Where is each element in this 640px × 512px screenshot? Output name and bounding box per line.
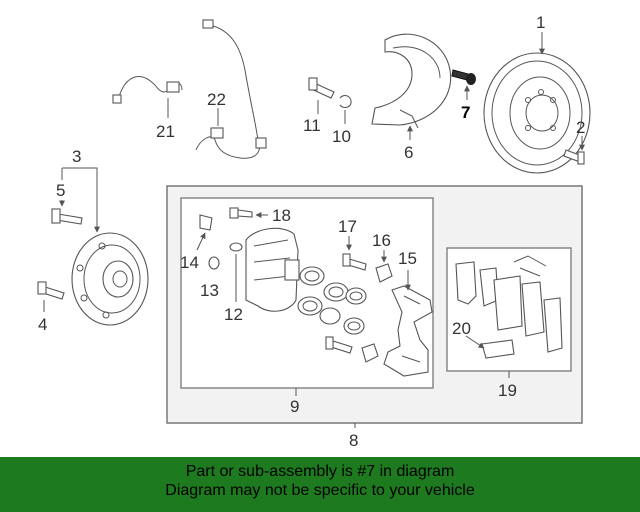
- callout-4: 4: [38, 315, 47, 334]
- parts-diagram: 1 2 3 4 5 6 7 8 9 10 11 12 13 14 15 16 1…: [37, 13, 591, 450]
- bleeder-cap-part-14: [199, 214, 213, 231]
- callout-21: 21: [156, 122, 175, 141]
- callout-22: 22: [207, 90, 226, 109]
- callout-13: 13: [200, 281, 219, 300]
- bolt-part-7: [451, 69, 476, 85]
- footer-line-2: Diagram may not be specific to your vehi…: [165, 482, 475, 499]
- callout-12: 12: [224, 305, 243, 324]
- brake-disc: [483, 52, 591, 174]
- callout-8: 8: [349, 431, 358, 450]
- callout-20: 20: [452, 319, 471, 338]
- dust-shield: [371, 33, 452, 129]
- callout-6: 6: [404, 143, 413, 162]
- callout-16: 16: [372, 231, 391, 250]
- brake-pad-set: [455, 255, 563, 353]
- disc-screw: [563, 149, 585, 165]
- boot-part-16: [361, 263, 393, 363]
- spring-part-12: [229, 242, 243, 252]
- footer-line-1: Part or sub-assembly is #7 in diagram: [185, 463, 455, 480]
- callout-2: 2: [576, 118, 585, 137]
- callout-1: 1: [536, 13, 545, 32]
- callout-15: 15: [398, 249, 417, 268]
- caliper-bolt-part-18: [229, 207, 253, 219]
- callout-10: 10: [332, 127, 351, 146]
- pad-shim-part-20: [481, 339, 515, 359]
- piston-seals: [297, 266, 367, 335]
- callout-3: 3: [72, 147, 81, 166]
- guide-bolt-part-17: [325, 253, 367, 354]
- callout-18: 18: [272, 206, 291, 225]
- callout-9: 9: [290, 397, 299, 416]
- hub-bolt-part-5: [51, 208, 83, 225]
- bleeder-screw-part-13: [208, 256, 220, 270]
- callout-7: 7: [461, 103, 470, 122]
- callout-19: 19: [498, 381, 517, 400]
- callout-14: 14: [180, 253, 199, 272]
- callout-11: 11: [303, 116, 321, 135]
- wheel-sensor-cable-21: [112, 76, 183, 104]
- callout-5: 5: [56, 181, 65, 200]
- bolt-part-11: [308, 77, 335, 99]
- clip-part-10: [339, 94, 352, 108]
- caliper-carrier-part-15: [383, 285, 433, 377]
- wheel-hub-bearing: [71, 232, 149, 326]
- footer-banner: Part or sub-assembly is #7 in diagram Di…: [0, 457, 640, 512]
- callout-17: 17: [338, 217, 357, 236]
- caliper-body: [245, 227, 300, 312]
- wheel-sensor-cable-22: [195, 19, 267, 159]
- hub-bolt-part-4: [37, 281, 65, 300]
